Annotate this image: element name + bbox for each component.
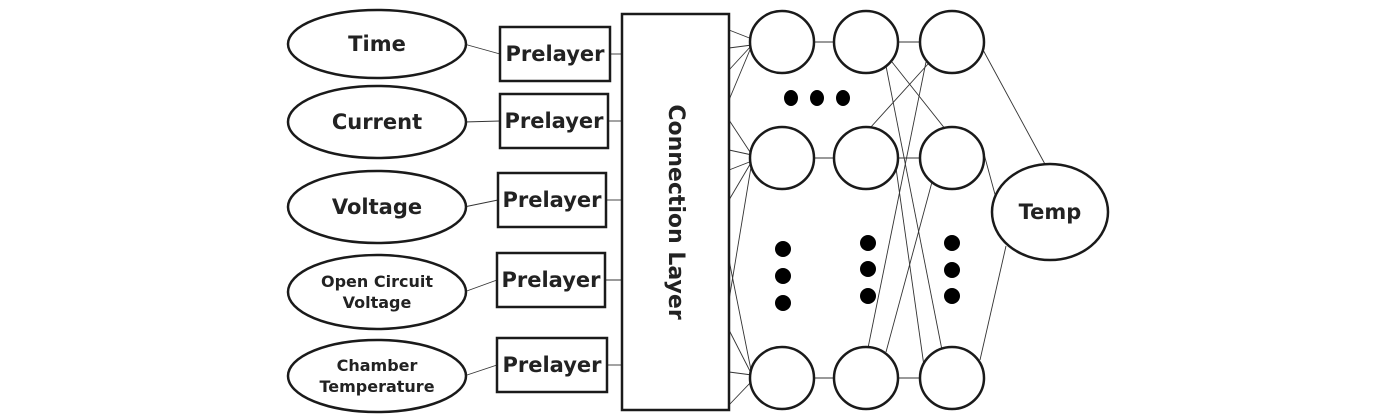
input-label: Open Circuit [321,272,433,291]
connection-line [728,160,753,301]
hidden-neuron [748,345,816,411]
ellipsis-dot [784,90,798,106]
ellipsis-dot [860,261,876,277]
connection-line [728,44,753,49]
connection-line [728,149,753,156]
prelayer-label: Prelayer [505,42,605,66]
connection-layer-box [620,12,731,412]
input-label: Time [348,32,406,56]
ellipsis-dot [860,288,876,304]
ellipsis-dot [944,288,960,304]
input-label: Temperature [319,377,434,396]
connection-line [867,61,927,349]
input-node [286,253,468,331]
ellipsis-dot [810,90,824,106]
input-node [286,338,468,414]
input-label: Current [332,110,422,134]
prelayer-label: Prelayer [502,188,602,212]
connection-line [728,44,753,101]
connection-line [728,371,753,376]
prelayer-label: Prelayer [501,268,601,292]
ellipsis-dot [944,235,960,251]
connection-line [728,329,753,376]
hidden-neuron [832,9,900,75]
connection-line [869,63,929,129]
ellipsis-dot [775,268,791,284]
connection-line [463,364,498,377]
connection-line [728,160,753,201]
connection-line [463,43,501,55]
output-label: Temp [1019,200,1082,224]
connection-line [885,181,933,353]
prelayer-label: Prelayer [502,353,602,377]
connection-line [728,29,753,40]
input-label: Voltage [343,293,412,312]
input-node [286,8,468,80]
hidden-neuron [918,345,986,411]
connection-edges [463,29,1047,406]
connection-line [728,259,753,376]
hidden-neuron [748,125,816,191]
connection-line [885,65,943,351]
output-node [990,162,1110,262]
connection-line [728,380,753,406]
connection-line [463,279,498,293]
ellipsis-dots [775,90,960,311]
hidden-neuron [918,9,986,75]
prelayer-box [496,171,608,229]
hidden-neuron [832,125,900,191]
connection-line [981,47,1047,167]
connection-line [895,167,925,367]
connection-line [979,245,1007,361]
prelayer-box [498,25,612,83]
hidden-neuron [748,9,816,75]
ellipsis-dot [860,235,876,251]
hidden-neuron [832,345,900,411]
prelayer-box [495,336,609,394]
connection-line [983,153,997,199]
connection-line [728,44,753,71]
connection-layer-label: Connection Layer [663,104,688,319]
connection-line [463,199,499,208]
hidden-neuron [918,125,986,191]
ellipsis-dot [775,241,791,257]
connection-line [728,160,753,171]
input-label: Voltage [332,195,422,219]
ellipsis-dot [944,262,960,278]
prelayer-box [498,92,610,150]
connection-line [728,119,753,156]
input-label: Chamber [337,356,418,375]
ellipsis-dot [836,90,850,106]
ellipsis-dot [775,295,791,311]
input-node [286,84,468,160]
prelayer-label: Prelayer [504,109,604,133]
connection-line [463,120,501,123]
prelayer-box [495,251,607,309]
input-node [286,169,468,245]
